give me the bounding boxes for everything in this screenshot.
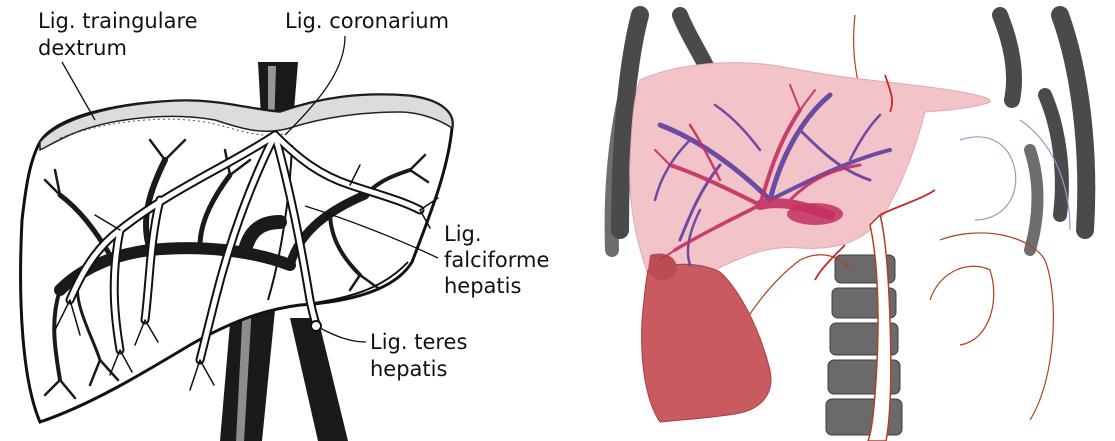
label-lig-falciforme-line1: Lig. bbox=[444, 222, 482, 246]
label-lig-falciforme-line3: hepatis bbox=[444, 274, 521, 298]
label-lig-triangulare-line2: dextrum bbox=[38, 36, 127, 60]
label-lig-teres-line2: hepatis bbox=[370, 357, 447, 381]
label-lig-falciforme-line2: falciforme bbox=[444, 248, 549, 272]
label-lig-triangulare-line1: Lig. traingulare bbox=[38, 9, 198, 33]
liver-3d-render bbox=[612, 15, 1087, 441]
liver-right-lobe bbox=[642, 264, 771, 422]
label-lig-teres-line1: Lig. teres bbox=[370, 330, 467, 354]
label-lig-coronarium: Lig. coronarium bbox=[285, 9, 449, 33]
